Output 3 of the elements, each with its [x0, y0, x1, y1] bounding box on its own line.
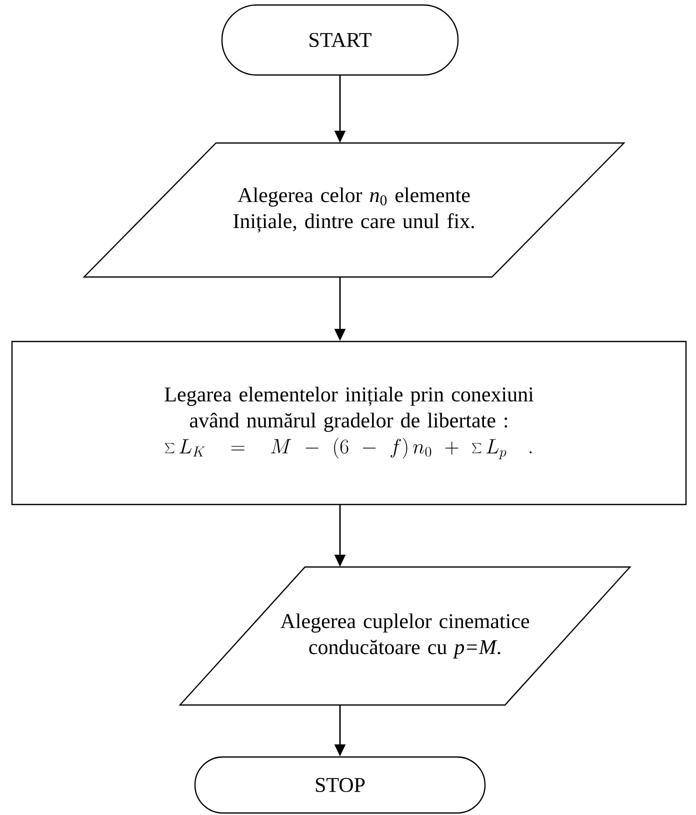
terminator: START [221, 4, 459, 76]
terminator: STOP [194, 756, 486, 814]
process-box: Legarea elementelor inițiale prin conexiuni având numărul gradelor de libertate : $\sum L_K = M - (6 - f)\,n_0 + \sum L_p\quad .$ [11, 340, 687, 506]
